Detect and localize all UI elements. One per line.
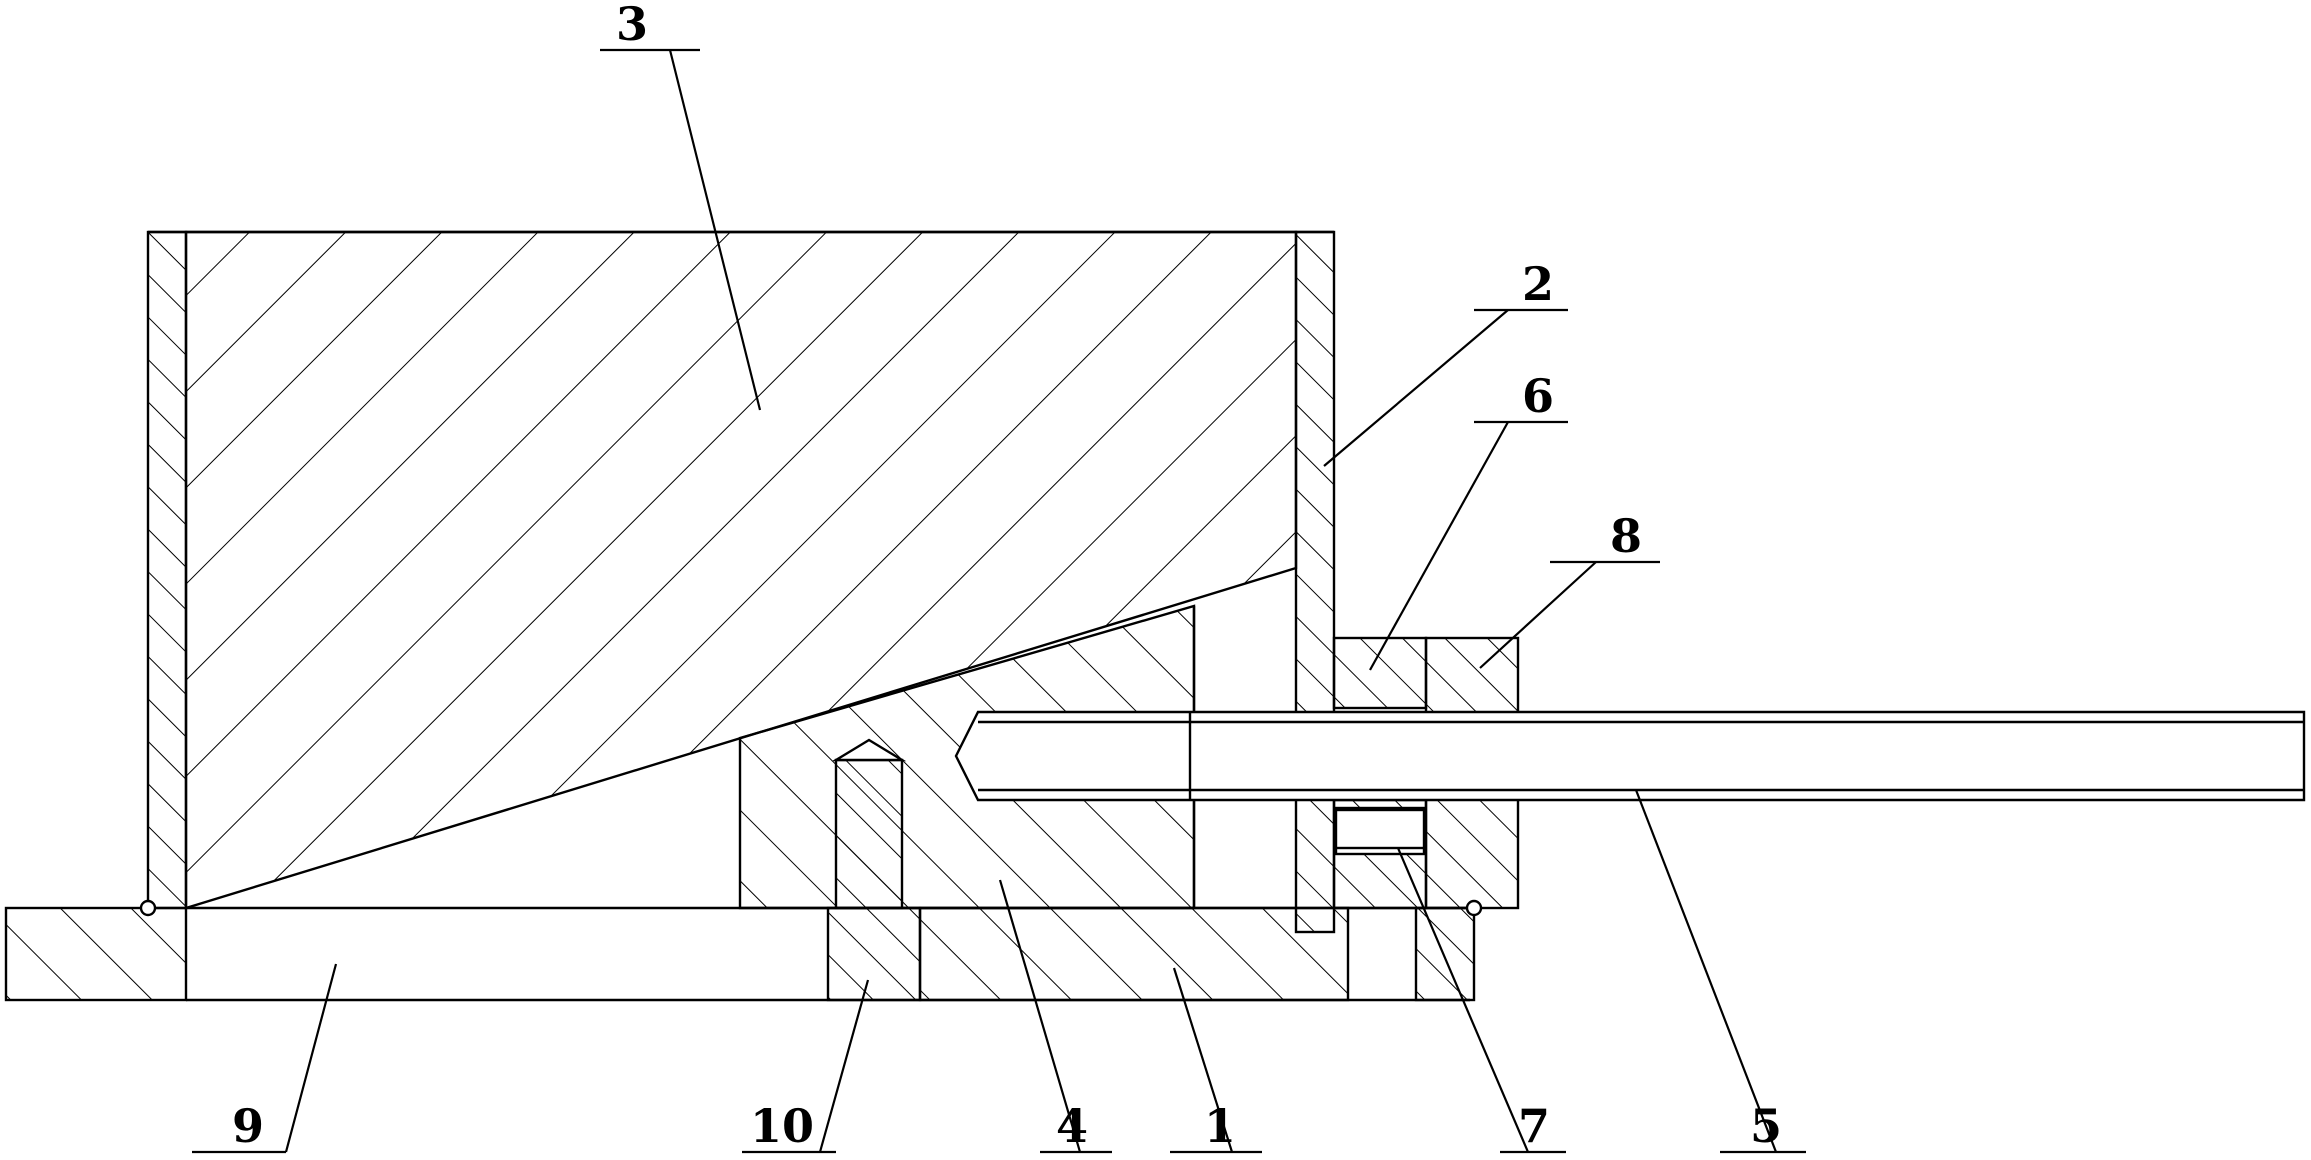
label-5: 5 <box>1750 1099 1782 1153</box>
housing-part-2 <box>146 230 1336 934</box>
pivot-left <box>139 899 157 917</box>
label-4: 4 <box>1056 1099 1088 1153</box>
label-8: 8 <box>1610 509 1642 563</box>
label-2: 2 <box>1522 257 1554 311</box>
pivot-right <box>1465 899 1483 917</box>
label-6: 6 <box>1522 369 1554 423</box>
label-7: 7 <box>1518 1099 1550 1153</box>
label-1: 1 <box>1204 1099 1236 1153</box>
part-labels: 3 2 6 8 9 10 4 1 7 5 <box>232 0 1782 1153</box>
label-3: 3 <box>616 0 648 51</box>
label-10: 10 <box>750 1099 814 1153</box>
screw-rod-part-5 <box>954 710 2306 802</box>
label-9: 9 <box>232 1099 264 1153</box>
leader-lines <box>192 48 1806 1154</box>
slide-rail-part-1 <box>918 906 1476 1002</box>
pin-part-10 <box>826 738 922 1002</box>
pin-part-7 <box>1334 808 1426 850</box>
